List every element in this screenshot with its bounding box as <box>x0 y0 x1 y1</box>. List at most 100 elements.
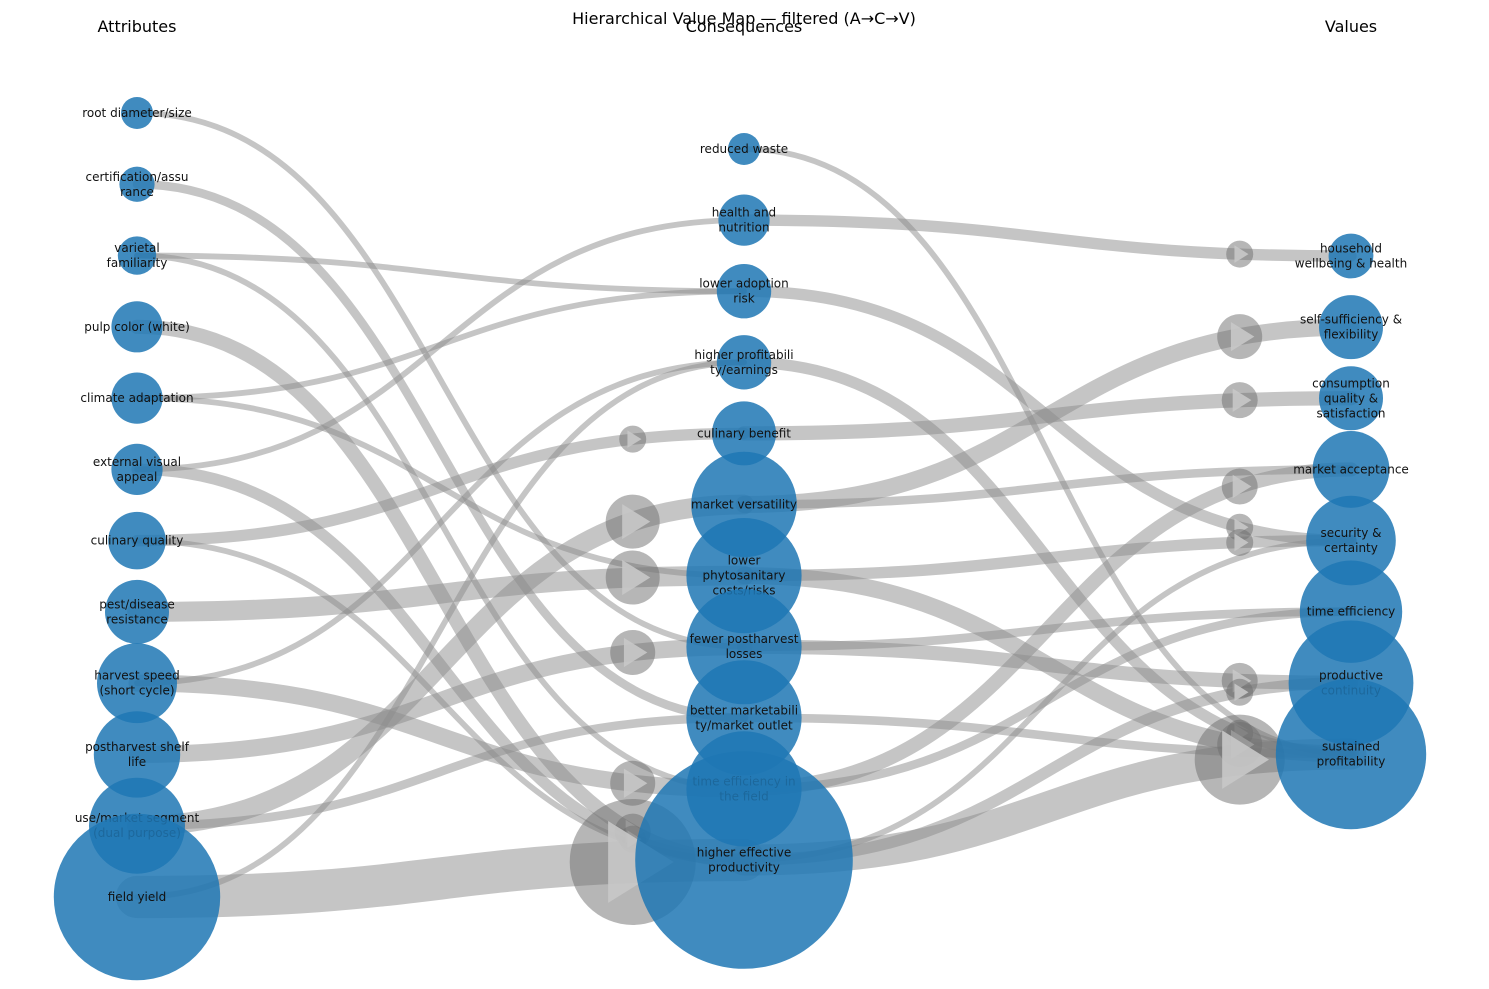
node-reduced-waste: reduced waste <box>700 133 788 165</box>
node-circle <box>53 813 221 981</box>
node-circle <box>635 751 853 969</box>
edge-arrowhead <box>610 760 656 806</box>
node-self-sufficiency-flexibility: self-sufficiency &flexibility <box>1300 295 1402 360</box>
node-label: life <box>128 755 146 769</box>
edge-arrowhead <box>619 425 647 453</box>
edge-higher-effective-productivity-to-security-certainty <box>741 537 1354 863</box>
node-label: productivity <box>708 861 780 875</box>
node-circle <box>1306 495 1396 586</box>
node-circle <box>718 194 770 246</box>
node-label: climate adaptation <box>80 391 193 405</box>
node-label: culinary benefit <box>697 426 791 440</box>
edge-arrowhead <box>1226 678 1254 706</box>
node-label: market versatility <box>691 498 797 512</box>
node-field-yield: field yield <box>53 813 221 981</box>
node-label: certification/assu <box>86 170 189 184</box>
edge-arrowhead <box>1217 314 1263 360</box>
edge-arrowhead <box>1194 714 1285 805</box>
edge-arrowhead <box>1226 240 1254 268</box>
node-circle <box>105 579 169 644</box>
node-circle <box>716 264 772 319</box>
edge-use-market-segment-dual-purpose-to-better-marketabili-ty-market-outlet <box>132 713 749 831</box>
node-label: quality & <box>1324 391 1378 405</box>
node-label: familiarity <box>107 256 168 270</box>
node-circle <box>728 133 760 165</box>
node-label: wellbeing & health <box>1295 257 1407 271</box>
node-label: health and <box>712 206 776 220</box>
node-label: lower adoption <box>699 277 789 291</box>
diagram-title: Hierarchical Value Map — filtered (A→C→V… <box>572 9 916 28</box>
node-label: ty/market outlet <box>695 718 793 732</box>
edge-root-diameter-size-to-fewer-postharvest-losses <box>134 110 747 650</box>
node-circle <box>1312 431 1390 508</box>
edge-varietal-familiarity-to-lower-adoption-risk <box>134 252 747 295</box>
node-label: root diameter/size <box>82 106 192 120</box>
edge-harvest-speed-short-cycle-to-higher-profitabili-ty-earnings <box>134 359 747 687</box>
node-circle <box>97 643 177 724</box>
node-label: pulp color (white) <box>84 320 190 334</box>
node-market-acceptance: market acceptance <box>1293 431 1409 508</box>
node-label: time efficiency <box>1307 605 1396 619</box>
edge-field-yield-to-higher-profitabili-ty-earnings <box>134 359 747 900</box>
node-label: higher effective <box>697 846 791 860</box>
edge-arrowhead <box>1221 382 1258 419</box>
node-label: lower <box>728 554 761 568</box>
edge-health-and-nutrition-to-household-wellbeing-health <box>738 214 1357 262</box>
column-title-attributes: Attributes <box>98 17 177 36</box>
node-label: security & <box>1320 526 1381 540</box>
node-label: harvest speed <box>94 669 179 683</box>
edge-arrowhead <box>1221 468 1258 505</box>
edge-arrowhead <box>605 550 660 605</box>
node-climate-adaptation: climate adaptation <box>80 372 194 424</box>
node-label: satisfaction <box>1316 406 1385 420</box>
node-label: self-sufficiency & <box>1300 313 1402 327</box>
node-label: fewer postharvest <box>690 632 799 646</box>
edge-external-visual-appeal-to-health-and-nutrition <box>134 217 747 473</box>
node-circle <box>1328 233 1374 279</box>
node-circle <box>111 301 163 353</box>
node-label: culinary quality <box>91 534 184 548</box>
column-title-consequences: Consequences <box>686 17 803 36</box>
node-circle <box>117 236 157 275</box>
node-label: higher profitabili <box>694 348 793 362</box>
node-label: rance <box>120 185 154 199</box>
node-label: consumption <box>1312 376 1390 390</box>
edge-arrowhead <box>1226 528 1254 556</box>
node-circle <box>121 97 153 129</box>
edge-arrowhead <box>610 629 656 675</box>
node-circle <box>93 711 181 798</box>
edge-arrowhead <box>605 494 660 549</box>
node-culinary-benefit: culinary benefit <box>697 401 791 466</box>
nodes-layer: root diameter/size certification/assuranc… <box>53 97 1427 981</box>
column-title-values: Values <box>1325 17 1377 36</box>
arrowheads-layer <box>569 240 1285 925</box>
edge-certification-assu-rance-to-better-marketabili-ty-market-outlet <box>132 179 749 723</box>
node-label: field yield <box>108 890 166 904</box>
node-culinary-quality: culinary quality <box>91 511 184 570</box>
node-label: ty/earnings <box>710 363 778 377</box>
node-circle <box>119 166 155 202</box>
node-label: resistance <box>106 612 168 626</box>
node-circle <box>1319 295 1383 360</box>
node-label: reduced waste <box>700 142 788 156</box>
node-circle <box>716 335 772 390</box>
node-label: appeal <box>117 470 158 484</box>
node-label: risk <box>733 292 755 306</box>
node-label: better marketabili <box>690 703 798 717</box>
edge-lower-phytosanitary-costs-risks-to-security-certainty <box>738 534 1357 582</box>
node-circle <box>111 443 163 495</box>
node-circle <box>111 372 163 424</box>
node-harvest-speed-short-cycle: harvest speed(short cycle) <box>94 643 180 724</box>
node-root-diameter-size: root diameter/size <box>82 97 192 129</box>
node-circle <box>1275 678 1427 830</box>
